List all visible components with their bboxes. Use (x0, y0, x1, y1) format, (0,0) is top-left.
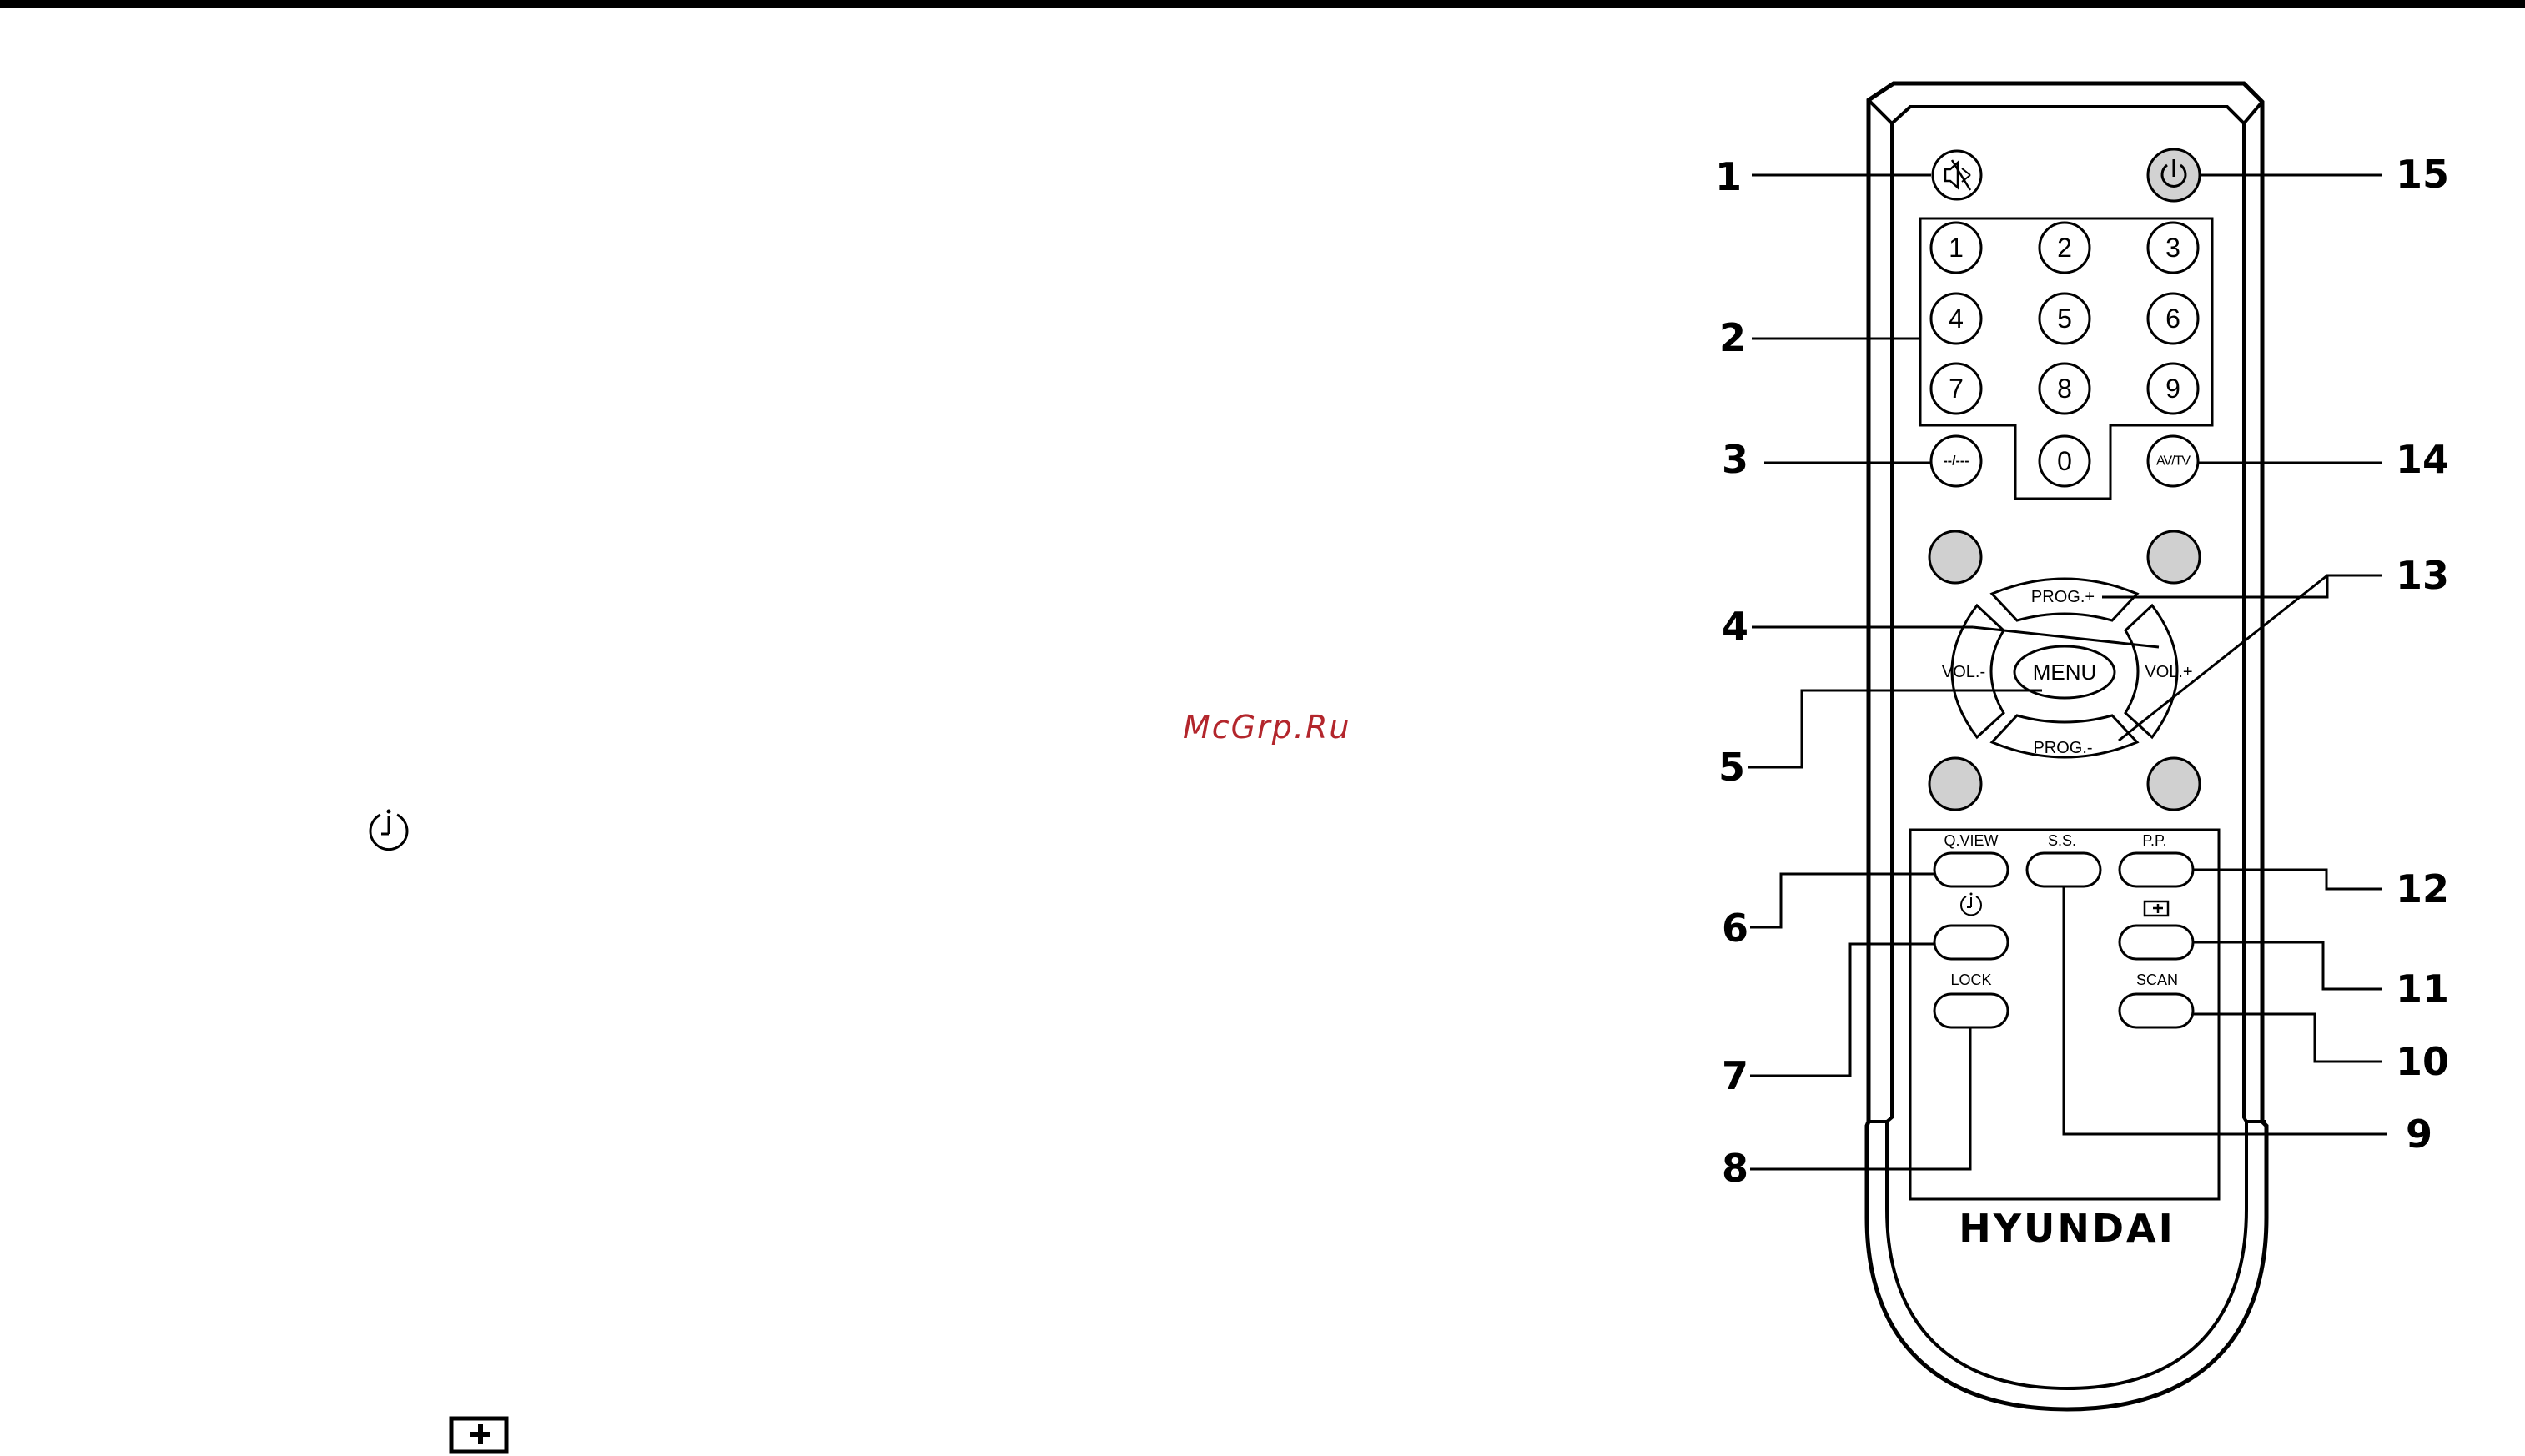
avtv-label: AV/TV (2156, 454, 2191, 469)
subpage-small-icon (2145, 901, 2168, 916)
digit-0-button[interactable]: 0 (2040, 436, 2090, 486)
vol-minus-button[interactable]: VOL.- (1942, 605, 2004, 737)
pp-label: P.P. (2142, 832, 2166, 849)
callout-4: 4 (1722, 604, 1748, 649)
digit-1-button[interactable]: 1 (1931, 223, 1981, 273)
callout-7: 7 (1722, 1053, 1748, 1098)
callout-1: 1 (1715, 154, 1742, 199)
digit-3-button[interactable]: 3 (2148, 223, 2198, 273)
callout-10: 10 (2396, 1039, 2449, 1084)
grey-button-bottom-left[interactable] (1929, 758, 1981, 810)
digit-8-button[interactable]: 8 (2040, 364, 2090, 414)
callout-8: 8 (1722, 1146, 1748, 1191)
sleep-timer-icon (370, 810, 407, 850)
power-button[interactable] (2148, 149, 2200, 201)
callout-11: 11 (2396, 966, 2449, 1012)
brand-logo: HYUNDAI (1959, 1206, 2175, 1251)
prog-minus-label: PROG.- (2033, 739, 2092, 757)
dash-button[interactable]: --/--- (1931, 436, 1981, 486)
vol-plus-button[interactable]: VOL.+ (2125, 605, 2193, 737)
digit-label: 5 (2057, 304, 2072, 334)
ss-label: S.S. (2048, 832, 2076, 849)
scan-label: SCAN (2136, 972, 2178, 988)
callout-5: 5 (1718, 745, 1745, 790)
grey-button-bottom-right[interactable] (2148, 758, 2200, 810)
callout-12: 12 (2396, 866, 2449, 911)
digit-label: 6 (2165, 304, 2180, 334)
pp-button[interactable] (2120, 853, 2193, 886)
ss-button[interactable] (2027, 853, 2100, 886)
digit-5-button[interactable]: 5 (2040, 294, 2090, 344)
mute-button[interactable] (1933, 151, 1981, 199)
qview-button[interactable] (1934, 853, 2008, 886)
callout-6: 6 (1722, 906, 1748, 951)
digit-label: 8 (2057, 374, 2072, 404)
scan-button[interactable] (2120, 994, 2193, 1027)
dash-label: --/--- (1943, 454, 1969, 469)
vol-minus-label: VOL.- (1942, 663, 1985, 681)
menu-label: MENU (2033, 660, 2097, 685)
prog-plus-label: PROG.+ (2031, 588, 2095, 606)
vol-plus-label: VOL.+ (2145, 663, 2192, 681)
prog-plus-button[interactable]: PROG.+ (1992, 579, 2137, 620)
callout-15: 15 (2396, 152, 2449, 197)
lock-button[interactable] (1934, 994, 2008, 1027)
digit-label: 4 (1949, 304, 1964, 334)
sleep-button[interactable] (1934, 926, 2008, 959)
digit-label: 2 (2057, 233, 2072, 263)
callout-14: 14 (2396, 437, 2449, 482)
digit-9-button[interactable]: 9 (2148, 364, 2198, 414)
digit-label: 9 (2165, 374, 2180, 404)
prog-minus-button[interactable]: PROG.- (1992, 715, 2137, 757)
callout-13: 13 (2396, 553, 2449, 598)
subpage-icon (451, 1418, 506, 1452)
digit-4-button[interactable]: 4 (1931, 294, 1981, 344)
digit-label: 0 (2057, 446, 2072, 476)
lock-label: LOCK (1950, 972, 1991, 988)
callout-9: 9 (2406, 1112, 2432, 1157)
digit-label: 7 (1949, 374, 1964, 404)
callout-2: 2 (1719, 315, 1746, 360)
digit-label: 1 (1949, 233, 1964, 263)
subpage-button[interactable] (2120, 926, 2193, 959)
qview-label: Q.VIEW (1944, 832, 1998, 849)
digit-2-button[interactable]: 2 (2040, 223, 2090, 273)
grey-button-top-left[interactable] (1929, 531, 1981, 583)
avtv-button[interactable]: AV/TV (2148, 436, 2198, 486)
watermark: McGrp.Ru (1183, 709, 1351, 746)
digit-7-button[interactable]: 7 (1931, 364, 1981, 414)
sleep-timer-small-icon (1961, 893, 1981, 916)
grey-button-top-right[interactable] (2148, 531, 2200, 583)
digit-label: 3 (2165, 233, 2180, 263)
digit-6-button[interactable]: 6 (2148, 294, 2198, 344)
callout-3: 3 (1722, 437, 1748, 482)
